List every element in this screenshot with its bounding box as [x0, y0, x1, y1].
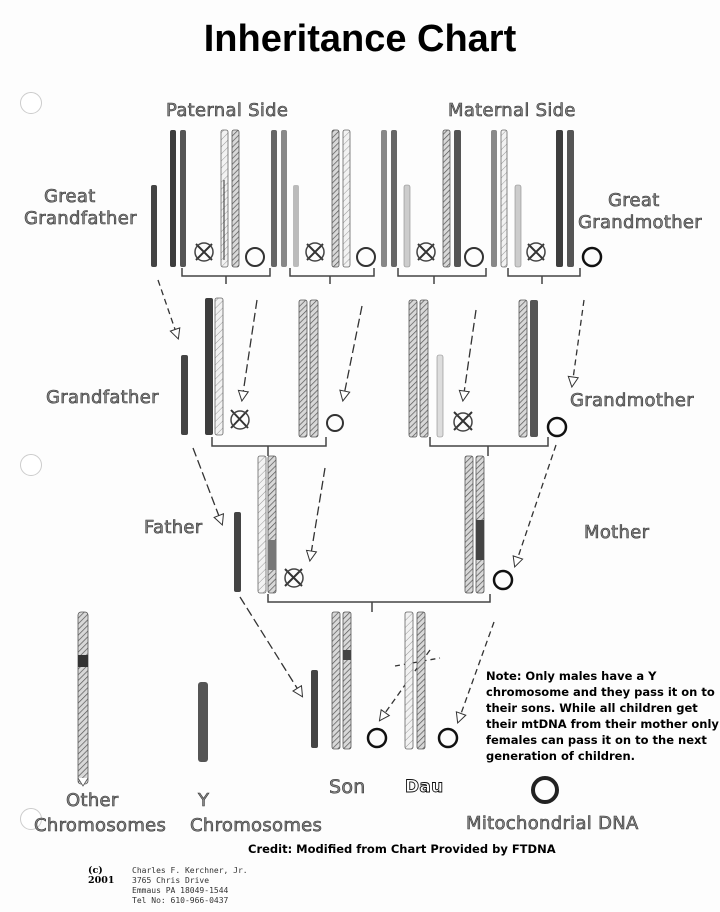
author-address: Charles F. Kerchner, Jr. 3765 Chris Driv… — [132, 866, 248, 906]
binder-hole — [20, 808, 42, 830]
great-grandmother-label-line2: Grandmother — [578, 212, 703, 234]
father-label: Father — [144, 517, 203, 539]
binder-hole — [20, 92, 42, 114]
great-grandfather-y-chromosome — [151, 185, 157, 267]
chart-title: Inheritance Chart — [203, 18, 517, 60]
daughter-label: Dau — [405, 777, 444, 798]
grandfather-label: Grandfather — [46, 387, 159, 409]
address-line: 3765 Chris Drive — [132, 876, 210, 885]
great-grandparents-couple-3 — [381, 129, 487, 284]
great-grandparents-couple-2 — [271, 129, 376, 284]
legend-y-chromosome — [198, 682, 208, 762]
address-line: Tel No: 610-966-0437 — [132, 896, 229, 905]
grandfather-chromosomes — [181, 297, 344, 456]
y-chromosomes-label-line1: Y — [198, 790, 210, 812]
y-chromosomes-label-line2: Chromosomes — [190, 815, 323, 837]
binder-hole — [20, 454, 42, 476]
grandmother-label: Grandmother — [570, 390, 695, 412]
legend-mitochondrial-ring — [531, 776, 559, 804]
father-chromosomes — [234, 455, 304, 594]
maternal-side-label: Maternal Side — [448, 100, 576, 122]
great-grandfather-label-line2: Grandfather — [24, 208, 137, 230]
note-text: Note: Only males have a Y chromosome and… — [486, 669, 719, 763]
mother-label: Mother — [584, 522, 650, 544]
address-line: Charles F. Kerchner, Jr. — [132, 866, 248, 875]
daughter-chromosomes — [404, 611, 459, 750]
son-chromosomes — [311, 611, 388, 750]
great-grandfather-label-line1: Great — [44, 186, 96, 208]
other-chromosomes-label-line1: Other — [66, 790, 119, 812]
paternal-side-label: Paternal Side — [166, 100, 289, 122]
son-label: Son — [329, 776, 366, 799]
grandmother-chromosomes — [408, 299, 568, 456]
other-chromosomes-label-line2: Chromosomes — [34, 815, 167, 837]
copyright-mark: (c) 2001 — [88, 866, 114, 886]
great-grandparents-couple-1 — [170, 129, 271, 284]
parents-bracket — [267, 594, 491, 612]
copyright-year: 2001 — [88, 875, 115, 886]
address-line: Emmaus PA 18049-1544 — [132, 886, 229, 895]
legend-other-chromosome — [77, 611, 89, 787]
great-grandmother-label-line1: Great — [608, 190, 660, 212]
mother-chromosomes — [464, 455, 514, 594]
credit-text: Credit: Modified from Chart Provided by … — [248, 842, 556, 856]
copyright-symbol: (c) — [88, 865, 103, 876]
great-grandparents-couple-4 — [491, 129, 603, 284]
mitochondrial-dna-label: Mitochondrial DNA — [466, 813, 639, 835]
